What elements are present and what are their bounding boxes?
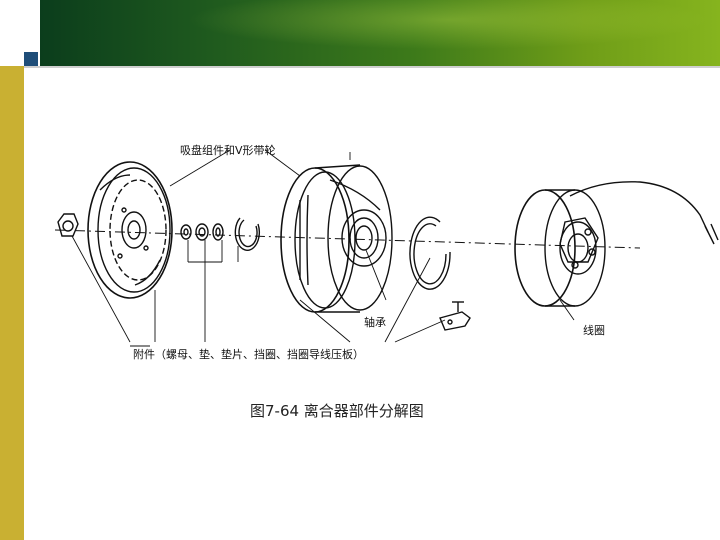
label-bearing: 轴承 bbox=[364, 316, 386, 329]
snap-ring-large-part bbox=[409, 216, 451, 290]
suction-disc-part bbox=[87, 161, 173, 299]
header-banner bbox=[40, 0, 720, 66]
nut-part bbox=[57, 213, 79, 237]
coil-part bbox=[514, 181, 719, 307]
label-accessories: 附件（螺母、垫、垫片、挡圈、挡圈导线压板） bbox=[133, 348, 364, 361]
label-coil: 线圈 bbox=[583, 324, 605, 337]
figure-caption: 图7-64 离合器部件分解图 bbox=[250, 402, 424, 420]
pulley-part bbox=[280, 164, 393, 313]
washers-part bbox=[180, 223, 224, 241]
snap-ring-small-part bbox=[234, 217, 260, 251]
left-accent-bar bbox=[0, 66, 24, 540]
corner-square bbox=[24, 52, 38, 66]
label-suction-disc-pulley: 吸盘组件和V形带轮 bbox=[180, 144, 276, 157]
header-divider bbox=[24, 66, 720, 68]
lead-clamp-part bbox=[439, 301, 471, 331]
header-banner-highlight bbox=[40, 0, 720, 66]
